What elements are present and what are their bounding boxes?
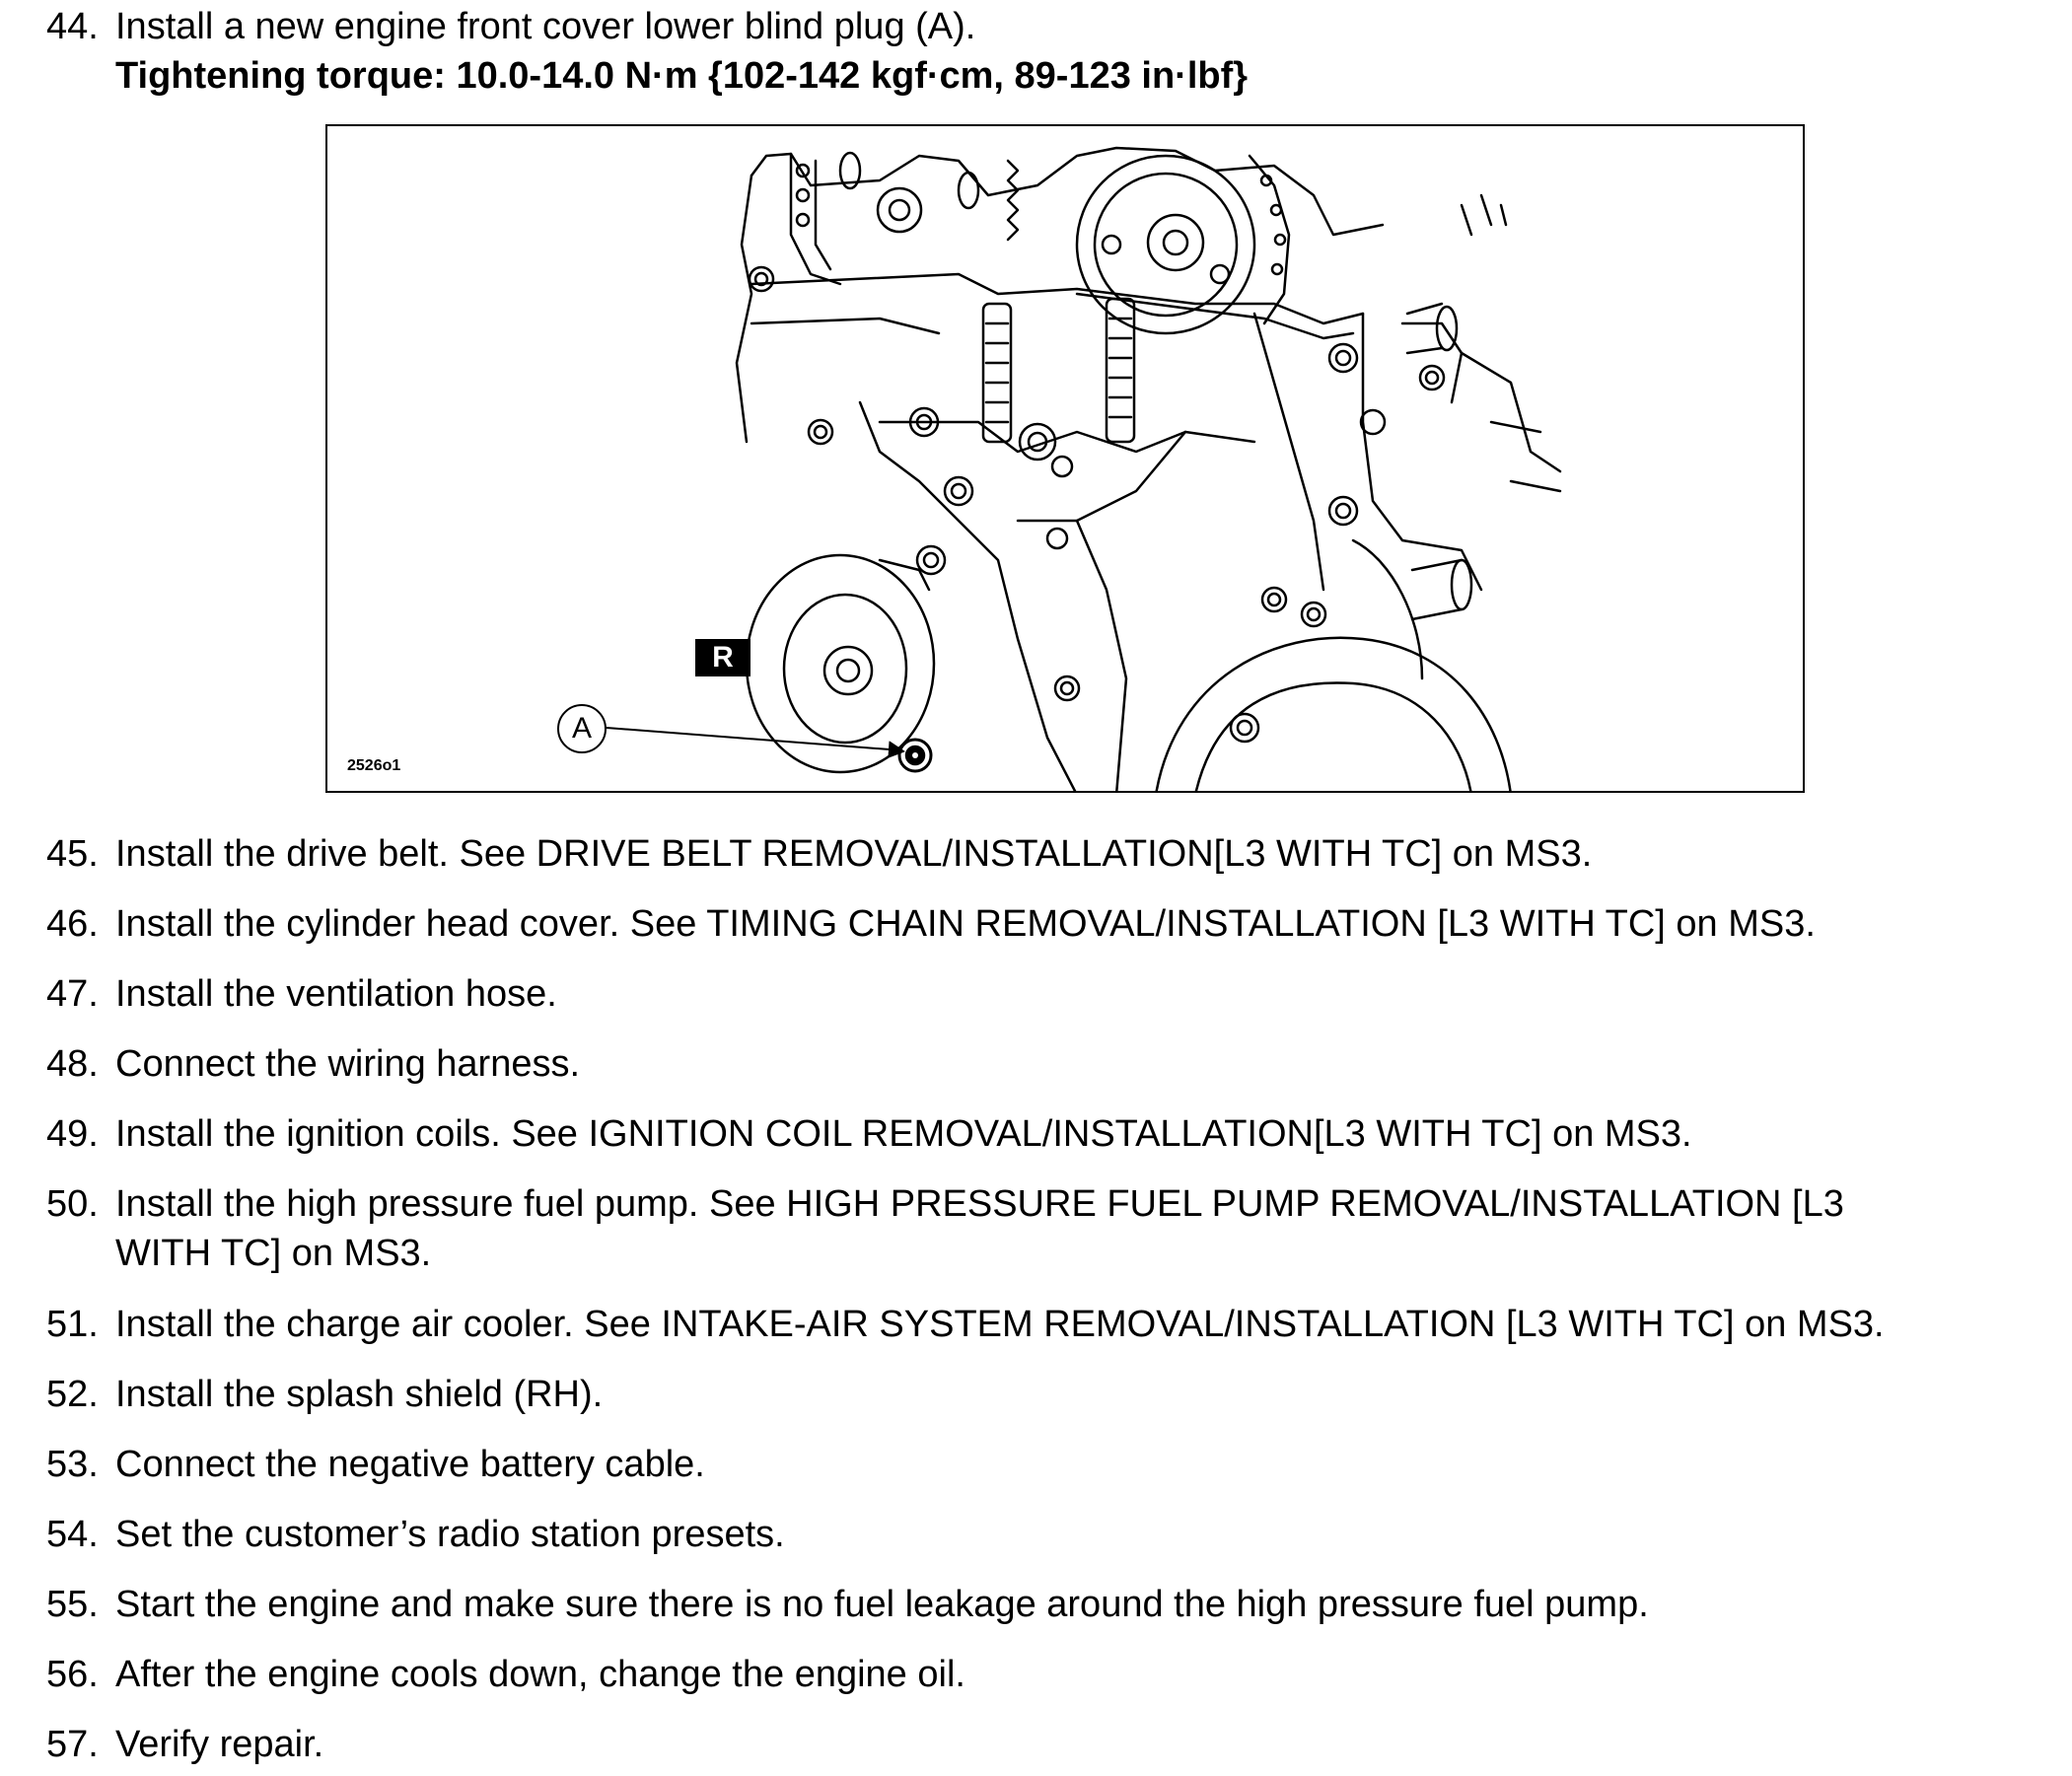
torque-specification: Tightening torque: 10.0-14.0 N·m {102-14… [115, 55, 1249, 97]
step-text: Install the splash shield (RH). [115, 1374, 604, 1415]
step-number: 55. [46, 1584, 99, 1625]
step-number: 53. [46, 1444, 99, 1485]
step-number: 56. [46, 1654, 99, 1695]
step-text: WITH TC] on MS3. [115, 1233, 432, 1274]
step-number: 46. [46, 903, 99, 945]
figure-id: 2526o1 [347, 757, 401, 774]
step-text: Verify repair. [115, 1724, 324, 1765]
step-number: 51. [46, 1304, 99, 1345]
step-text: Install the high pressure fuel pump. See… [115, 1183, 1844, 1225]
step-text: Install the ignition coils. See IGNITION… [115, 1113, 1692, 1155]
step-number: 47. [46, 973, 99, 1015]
step-number: 49. [46, 1113, 99, 1155]
step-text: Install the cylinder head cover. See TIM… [115, 903, 1816, 945]
step-number: 50. [46, 1183, 99, 1225]
step-text: Install a new engine front cover lower b… [115, 6, 976, 47]
callout-label-a: A [557, 704, 607, 753]
step-text: Start the engine and make sure there is … [115, 1584, 1649, 1625]
step-number: 44. [46, 6, 99, 47]
step-text: Connect the negative battery cable. [115, 1444, 705, 1485]
engine-line-drawing [606, 146, 1562, 791]
step-number: 54. [46, 1514, 99, 1555]
view-indicator-badge: R [695, 639, 750, 676]
step-text: Install the drive belt. See DRIVE BELT R… [115, 833, 1593, 875]
step-text: Connect the wiring harness. [115, 1043, 581, 1085]
step-text: After the engine cools down, change the … [115, 1654, 965, 1695]
step-text: Install the ventilation hose. [115, 973, 557, 1015]
step-text: Install the charge air cooler. See INTAK… [115, 1304, 1885, 1345]
step-text: Set the customer’s radio station presets… [115, 1514, 785, 1555]
step-number: 48. [46, 1043, 99, 1085]
step-number: 45. [46, 833, 99, 875]
step-number: 52. [46, 1374, 99, 1415]
step-number: 57. [46, 1724, 99, 1765]
engine-front-cover-illustration: R A 2526o1 [325, 124, 1805, 793]
